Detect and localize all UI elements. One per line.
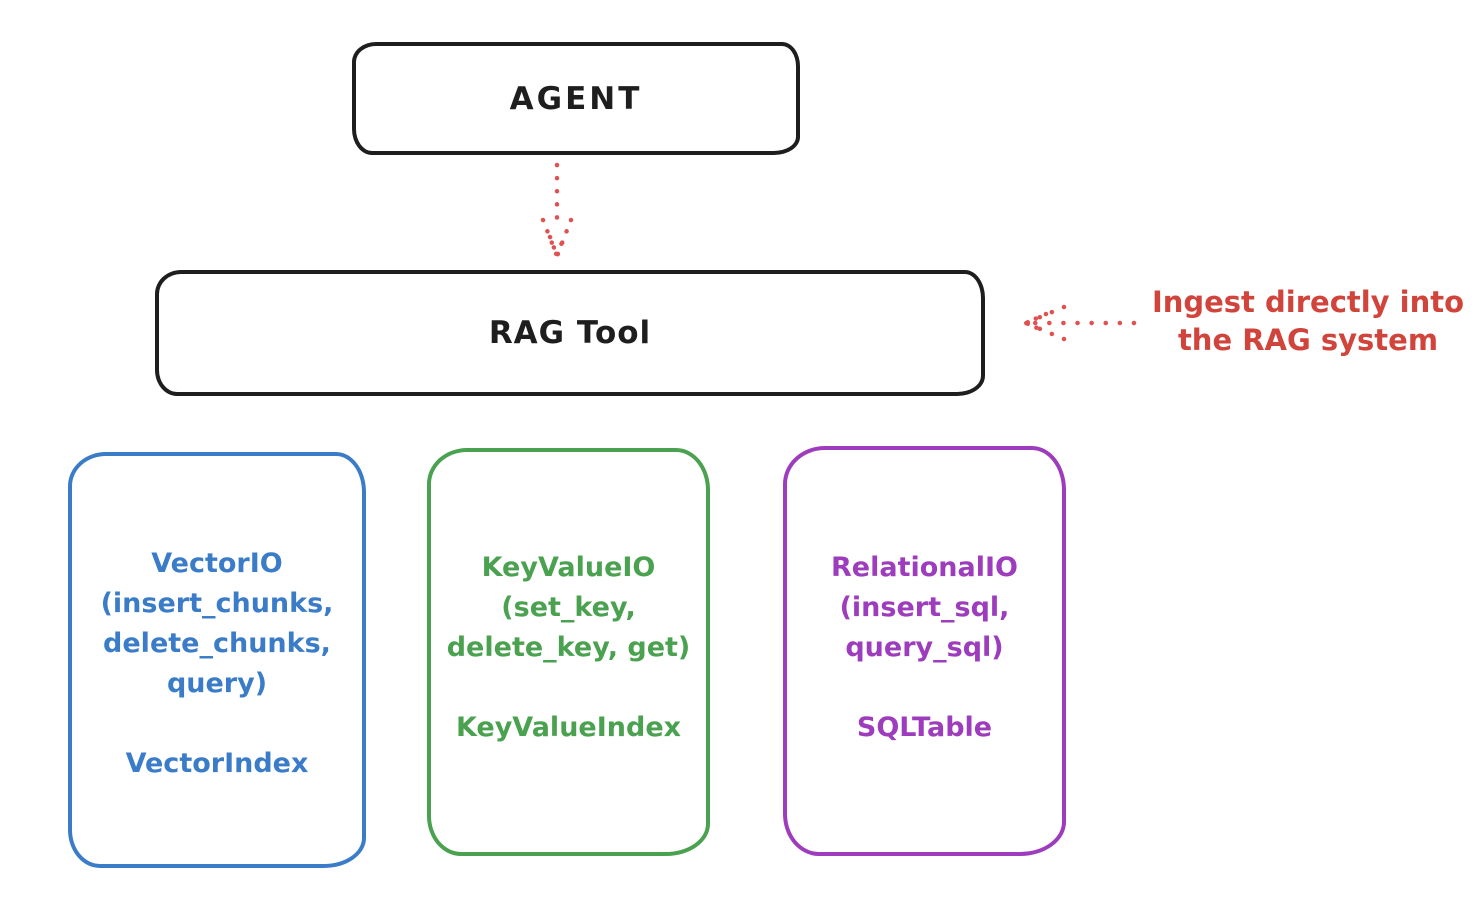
keyvalue-index-label: KeyValueIndex xyxy=(455,712,682,743)
arrow-annotation-to-rag-tool xyxy=(1020,304,1137,342)
rag-tool-node: RAG Tool xyxy=(155,270,985,396)
relational-io-title: RelationalIO xyxy=(831,552,1018,583)
vector-io-methods-line1: (insert_chunks, xyxy=(100,588,334,619)
relational-io-methods-line2: query_sql) xyxy=(845,632,1004,663)
vector-index-label: VectorIndex xyxy=(125,748,309,779)
keyvalue-io-methods-line2: delete_key, get) xyxy=(446,632,691,663)
relational-io-methods-line1: (insert_sql, xyxy=(839,592,1010,623)
provider-node-vector-io: VectorIO (insert_chunks, delete_chunks, … xyxy=(68,452,366,868)
ingest-annotation-line2: the RAG system xyxy=(1177,323,1439,357)
agent-node: AGENT xyxy=(352,42,800,155)
keyvalue-io-title: KeyValueIO xyxy=(481,552,656,583)
vector-io-methods-line3: query) xyxy=(166,668,268,699)
provider-node-relational-io: RelationalIO (insert_sql, query_sql) SQL… xyxy=(783,446,1066,856)
keyvalue-io-methods-line1: (set_key, xyxy=(501,592,636,623)
ingest-annotation-line1: Ingest directly into xyxy=(1151,285,1465,319)
ingest-annotation: Ingest directly into the RAG system xyxy=(1138,283,1478,359)
rag-tool-node-label: RAG Tool xyxy=(488,315,652,351)
vector-io-title: VectorIO xyxy=(151,548,283,579)
sql-table-label: SQLTable xyxy=(856,712,993,743)
vector-io-methods-line2: delete_chunks, xyxy=(103,628,331,659)
arrow-agent-to-rag-tool xyxy=(540,162,574,263)
agent-node-label: AGENT xyxy=(509,80,643,117)
provider-node-keyvalue-io: KeyValueIO (set_key, delete_key, get) Ke… xyxy=(427,448,710,856)
